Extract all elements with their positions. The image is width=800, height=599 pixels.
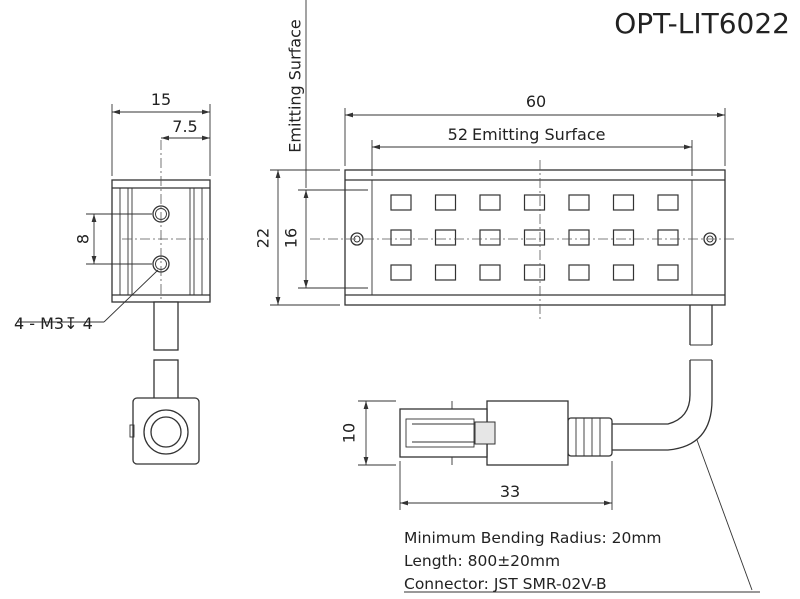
dim-side-half-width: 7.5 (172, 117, 197, 136)
led-cell (523, 229, 546, 246)
led-cell (657, 264, 679, 281)
note-connector: Connector: JST SMR-02V-B (404, 575, 607, 593)
led-cell (434, 264, 457, 281)
cable-assembly: 10 33 (340, 305, 753, 591)
led-cell (390, 194, 412, 211)
notes-leader (696, 439, 753, 591)
vertical-emitting-label: Emitting Surface (286, 19, 305, 152)
dim-emitting-length: 52 (448, 125, 468, 144)
dim-hole-spacing: 8 (74, 234, 93, 244)
led-cell (479, 229, 501, 246)
led-cell (657, 229, 679, 246)
front-view: 60 52 Emitting Surface 22 16 Emitting Su… (254, 0, 735, 320)
product-title: OPT-LIT6022 (614, 7, 790, 40)
led-cell (434, 194, 457, 211)
led-cell (390, 264, 412, 281)
side-channel-right (189, 187, 203, 296)
note-length: Length: 800±20mm (404, 552, 560, 570)
dim-side-width: 15 (151, 90, 171, 109)
led-cell (568, 194, 590, 211)
emitting-window (371, 179, 693, 296)
led-cell (523, 194, 546, 211)
led-cell (612, 194, 635, 211)
side-view: 15 7.5 8 4 - M3↧ 4 (14, 90, 211, 465)
dim-height: 22 (254, 228, 273, 248)
led-cell (657, 194, 679, 211)
side-cable-stub (153, 301, 179, 351)
led-cell (390, 229, 412, 246)
led-cell (479, 194, 501, 211)
led-cell (434, 229, 457, 246)
thread-leader (103, 269, 159, 323)
spec-notes: Minimum Bending Radius: 20mm Length: 800… (404, 529, 760, 593)
thread-callout: 4 - M3↧ 4 (14, 314, 93, 333)
dim-connector-height: 10 (340, 423, 359, 443)
led-cell (479, 264, 501, 281)
led-cell (612, 264, 635, 281)
dim-emitting-height: 16 (282, 228, 301, 248)
strain-relief (567, 417, 613, 457)
note-bending-radius: Minimum Bending Radius: 20mm (404, 529, 662, 547)
dim-total-length: 60 (526, 92, 546, 111)
led-cell (568, 264, 590, 281)
led-array (390, 194, 679, 281)
connector-head (399, 408, 488, 458)
led-cell (568, 229, 590, 246)
led-cell (523, 264, 546, 281)
dim-connector-length: 33 (500, 482, 520, 501)
connector-housing (486, 400, 569, 466)
led-cell (612, 229, 635, 246)
side-channel-left (119, 187, 133, 296)
dim-emitting-length-label: Emitting Surface (472, 125, 605, 144)
